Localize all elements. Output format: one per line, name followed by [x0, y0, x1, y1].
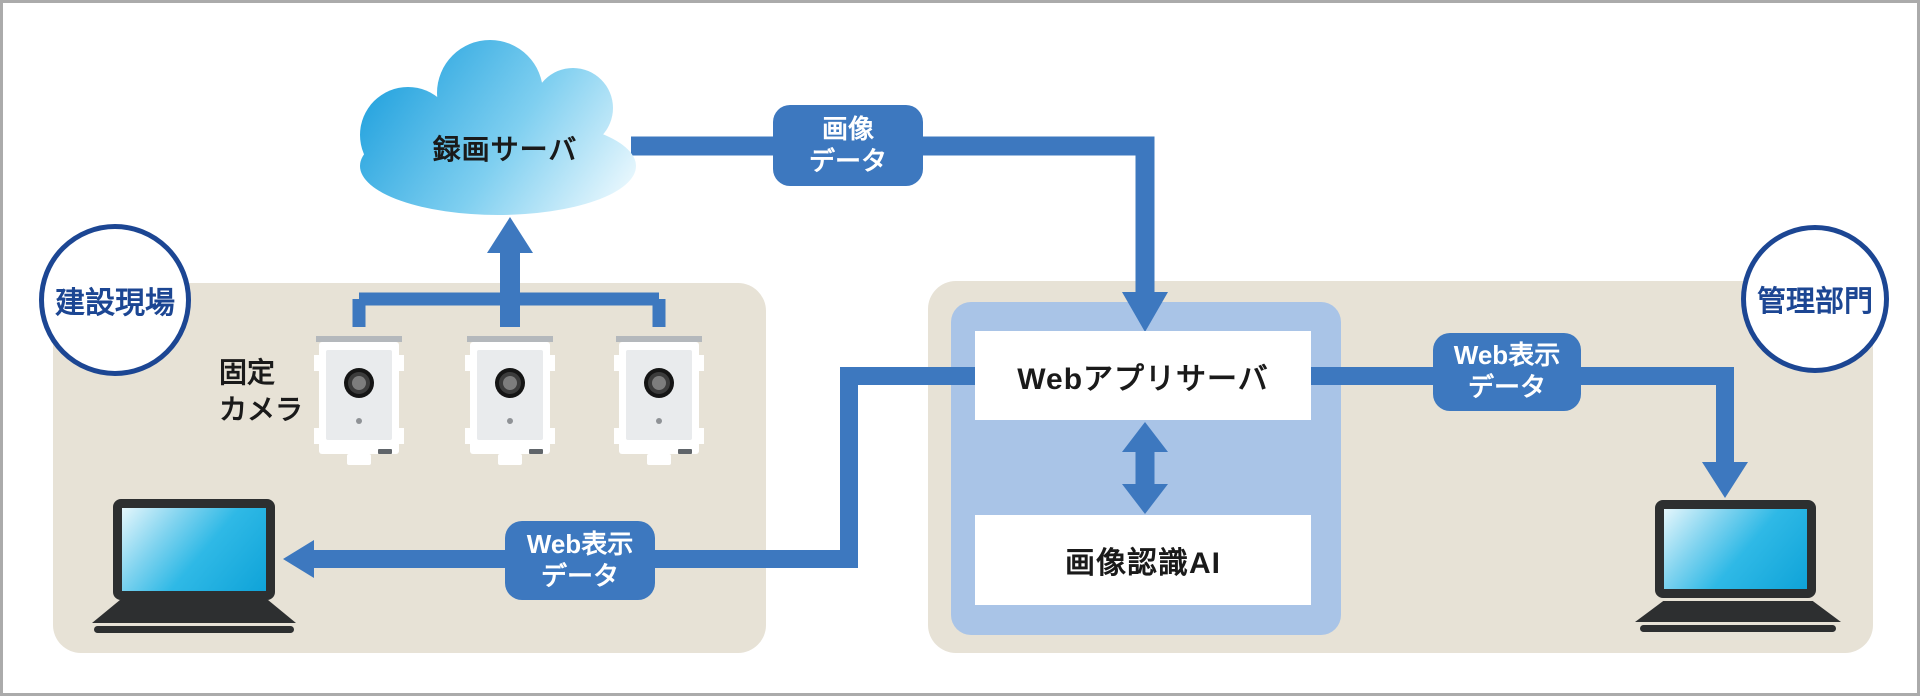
laptop-keyboard [1635, 601, 1841, 622]
construction-site-label: 建設現場 [55, 287, 175, 320]
fixed-camera-label-line1: 固定 [219, 357, 276, 388]
recording-server-label: 録画サーバ [432, 134, 578, 165]
laptop-screen [1655, 500, 1816, 598]
image-data-badge: 画像 データ [773, 105, 923, 186]
image-recognition-ai-label: 画像認識AI [1065, 547, 1221, 580]
arrow-cameras-to-cloud [352, 217, 666, 327]
arrow-server-ai-bidirectional [1122, 422, 1168, 514]
laptop-icon [92, 499, 296, 634]
web-display-data-badge-right: Web表示 データ [1433, 333, 1581, 411]
camera-mount [647, 454, 671, 465]
camera-top-bar [616, 336, 702, 342]
fixed-camera-label: 固定 カメラ [219, 355, 303, 429]
laptop-keyboard [92, 600, 296, 623]
laptop-screen [113, 499, 275, 600]
camera-mount [347, 454, 371, 465]
cloud-icon [360, 40, 636, 215]
camera-top-bar [467, 336, 553, 342]
camera-led [656, 418, 662, 424]
camera-lens [495, 368, 525, 398]
camera-top-bar [316, 336, 402, 342]
image-recognition-ai-box: 画像認識AI [975, 515, 1311, 605]
camera-icon [465, 336, 555, 466]
laptop-base [1640, 625, 1836, 632]
fixed-camera-label-line2: カメラ [219, 393, 304, 425]
construction-site-circle: 建設現場 [39, 224, 191, 376]
web-app-server-label: Webアプリサーバ [1017, 362, 1269, 396]
laptop-icon [1635, 500, 1841, 633]
camera-lens [644, 368, 674, 398]
management-dept-label: 管理部門 [1756, 286, 1873, 318]
laptop-base [94, 626, 294, 633]
camera-mount [498, 454, 522, 465]
camera-icon [614, 336, 704, 466]
camera-led [356, 418, 362, 424]
camera-lens [344, 368, 374, 398]
web-display-data-badge-left: Web表示 データ [505, 521, 655, 600]
web-app-server-box: Webアプリサーバ [975, 331, 1311, 420]
camera-led [507, 418, 513, 424]
management-dept-circle: 管理部門 [1741, 225, 1889, 373]
camera-icon [314, 336, 404, 466]
